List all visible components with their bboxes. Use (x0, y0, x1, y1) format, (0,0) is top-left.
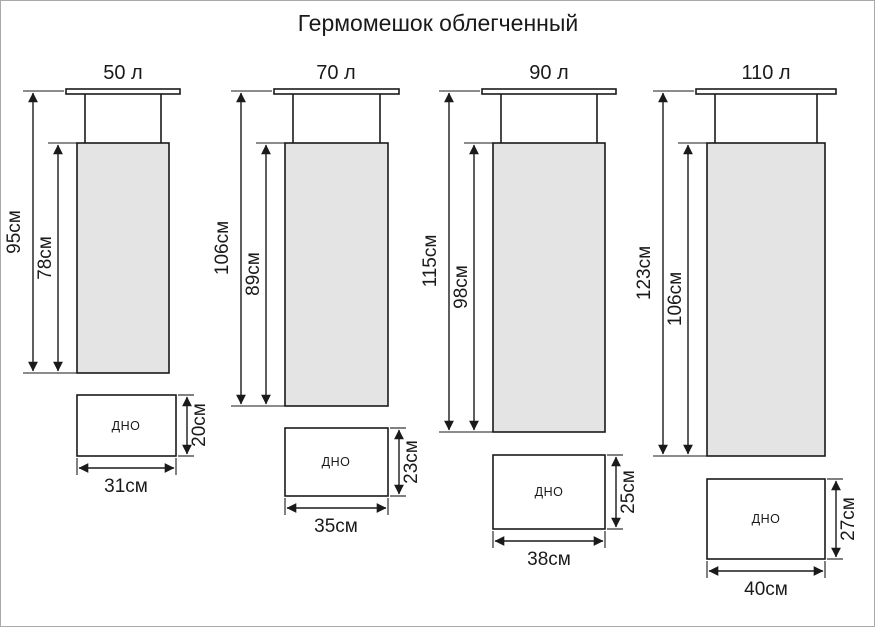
volume-label: 50 л (103, 62, 142, 84)
body-height-value: 106см (665, 272, 686, 326)
bottom-panel (706, 478, 826, 560)
total-height-value: 95см (4, 210, 25, 254)
bottom-depth-value: 20см (189, 403, 210, 447)
total-height-value: 106см (212, 221, 233, 275)
bag-body (706, 142, 826, 457)
body-height-value: 89см (243, 252, 264, 296)
bag-collar (695, 88, 837, 95)
bottom-depth-value: 25см (618, 470, 639, 514)
volume-label: 110 л (741, 62, 790, 84)
bottom-label: ДНО (112, 419, 141, 433)
bottom-width-value: 38см (527, 549, 571, 570)
volume-label: 70 л (316, 62, 355, 84)
bag-diagram-90l: 90 л 115см 98см ДНО 38см 25см (420, 62, 639, 570)
bottom-width-value: 35см (314, 516, 358, 537)
bottom-label: ДНО (322, 455, 351, 469)
bag-body (492, 142, 606, 433)
bottom-panel (284, 427, 389, 497)
total-height-value: 115см (420, 235, 441, 288)
bottom-width-value: 40см (744, 579, 788, 600)
bottom-label: ДНО (752, 512, 781, 526)
diagram-title: Гермомешок облегченный (298, 10, 579, 36)
bottom-panel (492, 454, 606, 530)
bottom-panel (76, 394, 177, 457)
bag-body (76, 142, 170, 374)
volume-label: 90 л (529, 62, 568, 84)
bag-collar (273, 88, 400, 95)
body-height-value: 98см (451, 265, 472, 309)
bag-diagram-110l: 110 л 123см 106см ДНО 40см 27см (634, 62, 859, 600)
bag-body (284, 142, 389, 407)
bottom-width-value: 31см (104, 476, 148, 497)
bottom-label: ДНО (535, 485, 564, 499)
bag-collar (65, 88, 181, 95)
bag-diagram-50l: 50 л 95см 78см ДНО 31см 20см (4, 62, 210, 497)
body-height-value: 78см (35, 236, 56, 280)
total-height-value: 123см (634, 246, 655, 300)
bottom-depth-value: 23см (401, 440, 422, 484)
bottom-depth-value: 27см (838, 497, 859, 541)
bag-diagram-70l: 70 л 106см 89см ДНО 35см 23см (212, 62, 422, 537)
bag-collar (481, 88, 617, 95)
